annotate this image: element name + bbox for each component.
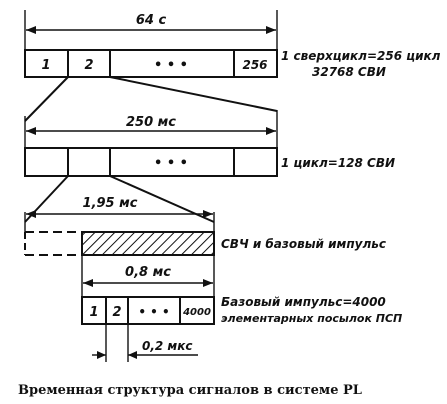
cell-ellipsis: • • • [154, 58, 188, 73]
cell-label: 1 [89, 305, 98, 320]
superframe-duration-label: 64 с [136, 13, 167, 28]
svi-duration-label: 1,95 мс [83, 196, 138, 211]
superframe-bar [24, 49, 278, 78]
cycle-group: 250 мс • • • 1 цикл=128 СВИ [24, 110, 395, 223]
base-duration-label: 0,8 мс [125, 265, 171, 280]
cell-label: 2 [84, 58, 93, 73]
cell-label: 2 [112, 305, 121, 320]
base-pulse-bar [81, 296, 215, 325]
arrowhead-left [26, 127, 36, 135]
superframe-note-line2: 32768 СВИ [312, 65, 386, 79]
base-note-line1: Базовый импульс=4000 [221, 295, 386, 309]
cell-label: 4000 [182, 307, 211, 318]
expansion-line-left [24, 76, 69, 122]
arrowhead-right [266, 127, 276, 135]
expansion-line-right [109, 76, 278, 112]
base-pulse-group: 0,8 мс 1 2 • • • 4000 Базовый импульс=40… [81, 265, 402, 362]
cycle-bar [24, 147, 278, 177]
superframe-note-line1: 1 сверхцикл=256 цикл [281, 49, 441, 63]
superframe-group: 64 с 1 2 • • • 256 1 сверхцикл=256 цикл … [24, 10, 441, 122]
cycle-note: 1 цикл=128 СВИ [281, 156, 395, 170]
chip-duration-label: 0,2 мкс [142, 339, 193, 353]
arrowhead-right [97, 351, 106, 359]
arrowhead-left [83, 279, 93, 287]
figure-caption: Временная структура сигналов в системе P… [18, 383, 362, 398]
cell-ellipsis: • • • [154, 156, 188, 171]
arrowhead-left [26, 210, 36, 218]
base-note-line2: элементарных посылок ПСП [221, 312, 402, 325]
arrowhead-right [266, 26, 276, 34]
cycle-duration-label: 250 мс [126, 115, 176, 130]
microwave-pulse-hatched [81, 231, 215, 256]
cell-label: 256 [242, 58, 267, 72]
cell-label: 1 [41, 58, 50, 73]
arrowhead-left [128, 351, 137, 359]
svi-note: СВЧ и базовый импульс [221, 237, 386, 251]
arrowhead-right [203, 279, 213, 287]
arrowhead-right [203, 210, 213, 218]
arrowhead-left [26, 26, 36, 34]
cell-ellipsis: • • • [138, 305, 169, 319]
svi-group: 1,95 мс СВЧ и базовый импульс [24, 196, 386, 297]
